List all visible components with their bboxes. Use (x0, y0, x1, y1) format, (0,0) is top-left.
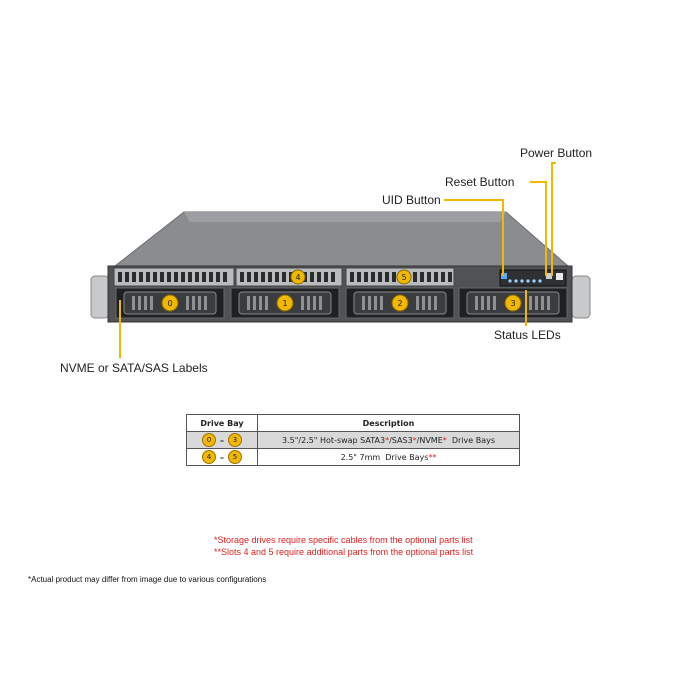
rack-ear-right (571, 275, 591, 319)
status-led (520, 279, 524, 283)
bay-badge: 5 (228, 450, 242, 464)
power-button[interactable] (556, 273, 563, 280)
drive-bay: 3 (458, 287, 568, 319)
status-led (538, 279, 542, 283)
table-row: 0–3 3.5"/2.5" Hot-swap SATA3*/SAS3*/NVME… (186, 431, 520, 449)
bay-badge: 3 (228, 433, 242, 447)
status-led (514, 279, 518, 283)
bay-number-badge: 4 (290, 269, 306, 285)
drive-bay: 2 (345, 287, 455, 319)
bay-number-badge (391, 294, 409, 312)
table-header: Drive Bay (186, 414, 258, 432)
note-line: *Storage drives require specific cables … (214, 535, 473, 545)
bay-number-badge: 5 (396, 269, 412, 285)
status-leds-callout: Status LEDs (494, 328, 561, 342)
rack-ear-left (90, 275, 110, 319)
svg-text:3: 3 (510, 299, 515, 308)
reset-button[interactable] (546, 273, 552, 279)
reset-button-callout: Reset Button (445, 175, 515, 189)
callout-line-uid (444, 199, 504, 276)
table-header-row: Drive Bay Description (186, 414, 520, 432)
table-header: Description (257, 414, 520, 432)
svg-text:0: 0 (167, 299, 172, 308)
table-row: 4–5 2.5" 7mm Drive Bays** (186, 448, 520, 466)
bay-range: 0–3 (186, 431, 258, 449)
drive-bay: 0 (115, 287, 225, 319)
bay-badge: 4 (202, 450, 216, 464)
status-led (532, 279, 536, 283)
power-button-callout: Power Button (520, 146, 593, 160)
drive-bay-table: Drive Bay Description 0–3 3.5"/2.5" Hot-… (186, 414, 520, 466)
note-line: **Slots 4 and 5 require additional parts… (214, 547, 474, 557)
top-bay-slot (113, 267, 235, 287)
svg-text:2: 2 (397, 299, 402, 308)
callout-line-power (551, 162, 556, 276)
callout-line-reset (530, 181, 547, 276)
svg-text:1: 1 (282, 299, 287, 308)
top-bay-slot (235, 267, 343, 287)
status-led (508, 279, 512, 283)
uid-button-callout: UID Button (382, 193, 441, 207)
status-led (526, 279, 530, 283)
notes: *Storage drives require specific cables … (214, 534, 473, 558)
bay-number-badge (161, 294, 179, 312)
svg-text:4: 4 (295, 273, 300, 282)
drive-bay: 1 (230, 287, 340, 319)
drive-labels-callout: NVME or SATA/SAS Labels (60, 361, 208, 375)
bay-range: 4–5 (186, 448, 258, 466)
bay-badge: 0 (202, 433, 216, 447)
footnote: *Actual product may differ from image du… (28, 575, 267, 584)
bay-number-badge (504, 294, 522, 312)
bay-description: 2.5" 7mm Drive Bays** (257, 448, 520, 466)
svg-text:5: 5 (401, 273, 406, 282)
bay-number-badge (276, 294, 294, 312)
bay-description: 3.5"/2.5" Hot-swap SATA3*/SAS3*/NVME* Dr… (257, 431, 520, 449)
